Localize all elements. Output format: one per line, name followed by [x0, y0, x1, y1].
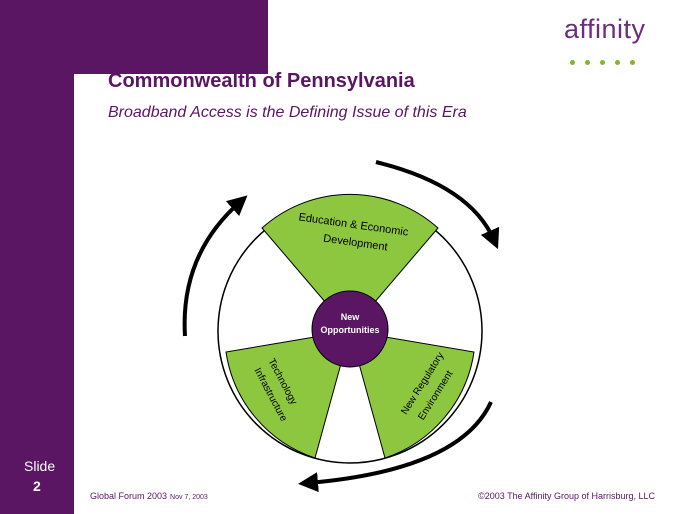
arrow-bottom — [298, 401, 493, 493]
arrow-left — [182, 195, 248, 337]
slide-label: Slide — [24, 458, 56, 474]
logo-dots — [570, 52, 645, 70]
footer-date: Nov 7, 2003 — [170, 494, 208, 501]
slide-title: Commonwealth of Pennsylvania — [108, 70, 415, 92]
slide-number: 2 — [33, 478, 41, 494]
center-hub — [311, 290, 389, 368]
footer-copyright: ©2003 The Affinity Group of Harrisburg, … — [478, 491, 655, 501]
arrow-top-right — [375, 160, 500, 250]
sector-regulatory — [349, 330, 475, 459]
center-label-line1: New — [341, 312, 361, 322]
logo-text: affinity — [564, 14, 646, 44]
slide-subtitle: Broadband Access is the Defining Issue o… — [108, 104, 467, 121]
left-band — [0, 0, 74, 514]
affinity-logo: affinity — [552, 14, 672, 65]
sector-technology — [225, 330, 351, 459]
footer-event-name: Global Forum 2003 — [90, 491, 168, 501]
center-label-line2: Opportunities — [321, 325, 380, 335]
top-band — [0, 0, 268, 74]
sector-education — [261, 193, 439, 332]
